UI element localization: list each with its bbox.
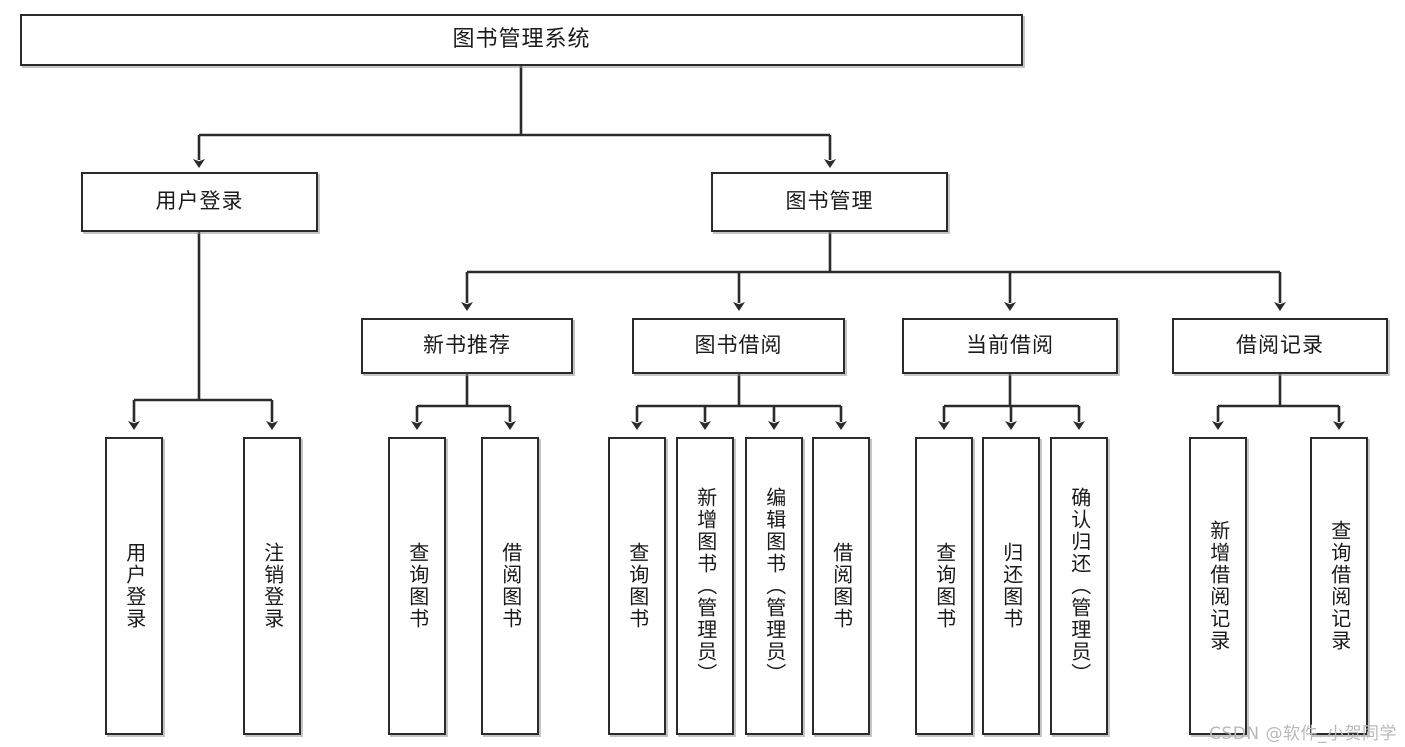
leaf-borrow-query-book-label: 查询图书 bbox=[625, 542, 650, 630]
leaf-newbook-query-book[interactable]: 查询图书 bbox=[388, 437, 446, 735]
node-book-borrow[interactable]: 图书借阅 bbox=[632, 318, 845, 374]
leaf-borrow-add-book[interactable]: 新增图书（管理员） bbox=[676, 437, 734, 735]
leaf-current-query-book[interactable]: 查询图书 bbox=[915, 437, 973, 735]
leaf-current-return-book[interactable]: 归还图书 bbox=[982, 437, 1040, 735]
node-current-borrow-label: 当前借阅 bbox=[966, 333, 1054, 358]
node-new-book-recommend[interactable]: 新书推荐 bbox=[361, 318, 573, 374]
node-user-login[interactable]: 用户登录 bbox=[81, 172, 318, 232]
node-root[interactable]: 图书管理系统 bbox=[20, 14, 1023, 66]
leaf-borrow-query-book[interactable]: 查询图书 bbox=[608, 437, 666, 735]
node-root-label: 图书管理系统 bbox=[452, 26, 591, 52]
leaf-current-return-book-label: 归还图书 bbox=[999, 542, 1024, 630]
node-user-login-label: 用户登录 bbox=[155, 189, 244, 214]
leaf-user-login[interactable]: 用户登录 bbox=[105, 437, 163, 735]
leaf-record-add[interactable]: 新增借阅记录 bbox=[1189, 437, 1247, 735]
leaf-newbook-borrow-book-label: 借阅图书 bbox=[498, 542, 523, 630]
node-book-manage[interactable]: 图书管理 bbox=[711, 172, 948, 232]
leaf-record-query-label: 查询借阅记录 bbox=[1327, 520, 1352, 652]
leaf-current-query-book-label: 查询图书 bbox=[932, 542, 957, 630]
node-book-borrow-label: 图书借阅 bbox=[694, 333, 783, 358]
leaf-logout[interactable]: 注销登录 bbox=[243, 437, 301, 735]
leaf-borrow-borrow-book[interactable]: 借阅图书 bbox=[812, 437, 870, 735]
leaf-newbook-borrow-book[interactable]: 借阅图书 bbox=[481, 437, 539, 735]
leaf-record-add-label: 新增借阅记录 bbox=[1206, 520, 1231, 652]
leaf-record-query[interactable]: 查询借阅记录 bbox=[1310, 437, 1368, 735]
leaf-logout-label: 注销登录 bbox=[260, 542, 285, 630]
leaf-current-confirm-return[interactable]: 确认归还（管理员） bbox=[1050, 437, 1108, 735]
leaf-current-confirm-return-label: 确认归还（管理员） bbox=[1067, 487, 1092, 685]
node-new-book-recommend-label: 新书推荐 bbox=[423, 333, 511, 358]
leaf-borrow-edit-book-label: 编辑图书（管理员） bbox=[762, 487, 787, 685]
node-book-manage-label: 图书管理 bbox=[785, 189, 874, 214]
leaf-borrow-add-book-label: 新增图书（管理员） bbox=[693, 487, 718, 685]
node-borrow-record[interactable]: 借阅记录 bbox=[1172, 318, 1388, 374]
node-current-borrow[interactable]: 当前借阅 bbox=[902, 318, 1118, 374]
leaf-borrow-edit-book[interactable]: 编辑图书（管理员） bbox=[745, 437, 803, 735]
leaf-user-login-label: 用户登录 bbox=[122, 542, 147, 630]
leaf-newbook-query-book-label: 查询图书 bbox=[405, 542, 430, 630]
node-borrow-record-label: 借阅记录 bbox=[1236, 333, 1324, 358]
leaf-borrow-borrow-book-label: 借阅图书 bbox=[829, 542, 854, 630]
